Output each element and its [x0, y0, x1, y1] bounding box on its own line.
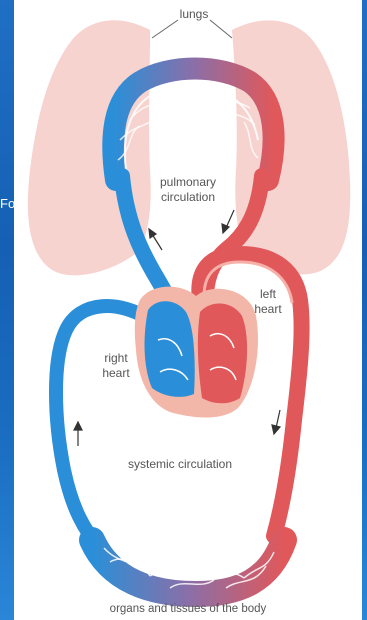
lungs-leader-left: [152, 20, 178, 38]
organs-label: organs and tissues of the body: [110, 603, 267, 615]
left-heart-label-line2: heart: [254, 302, 282, 316]
left-heart-label-line1: left: [260, 287, 277, 301]
pulmonary-circulation-label-line1: pulmonary: [160, 175, 216, 189]
right-heart-label-line2: heart: [102, 366, 130, 380]
systemic-circulation-label: systemic circulation: [128, 457, 232, 471]
systemic-capillary-bed: [92, 540, 284, 594]
pulmonary-circulation-label-line2: circulation: [161, 190, 215, 204]
right-heart-label-line1: right: [104, 351, 128, 365]
lungs-label: lungs: [180, 7, 209, 21]
right-heart-chambers: [145, 301, 195, 397]
left-heart-chambers: [198, 303, 247, 403]
lungs-leader-right: [210, 20, 232, 38]
